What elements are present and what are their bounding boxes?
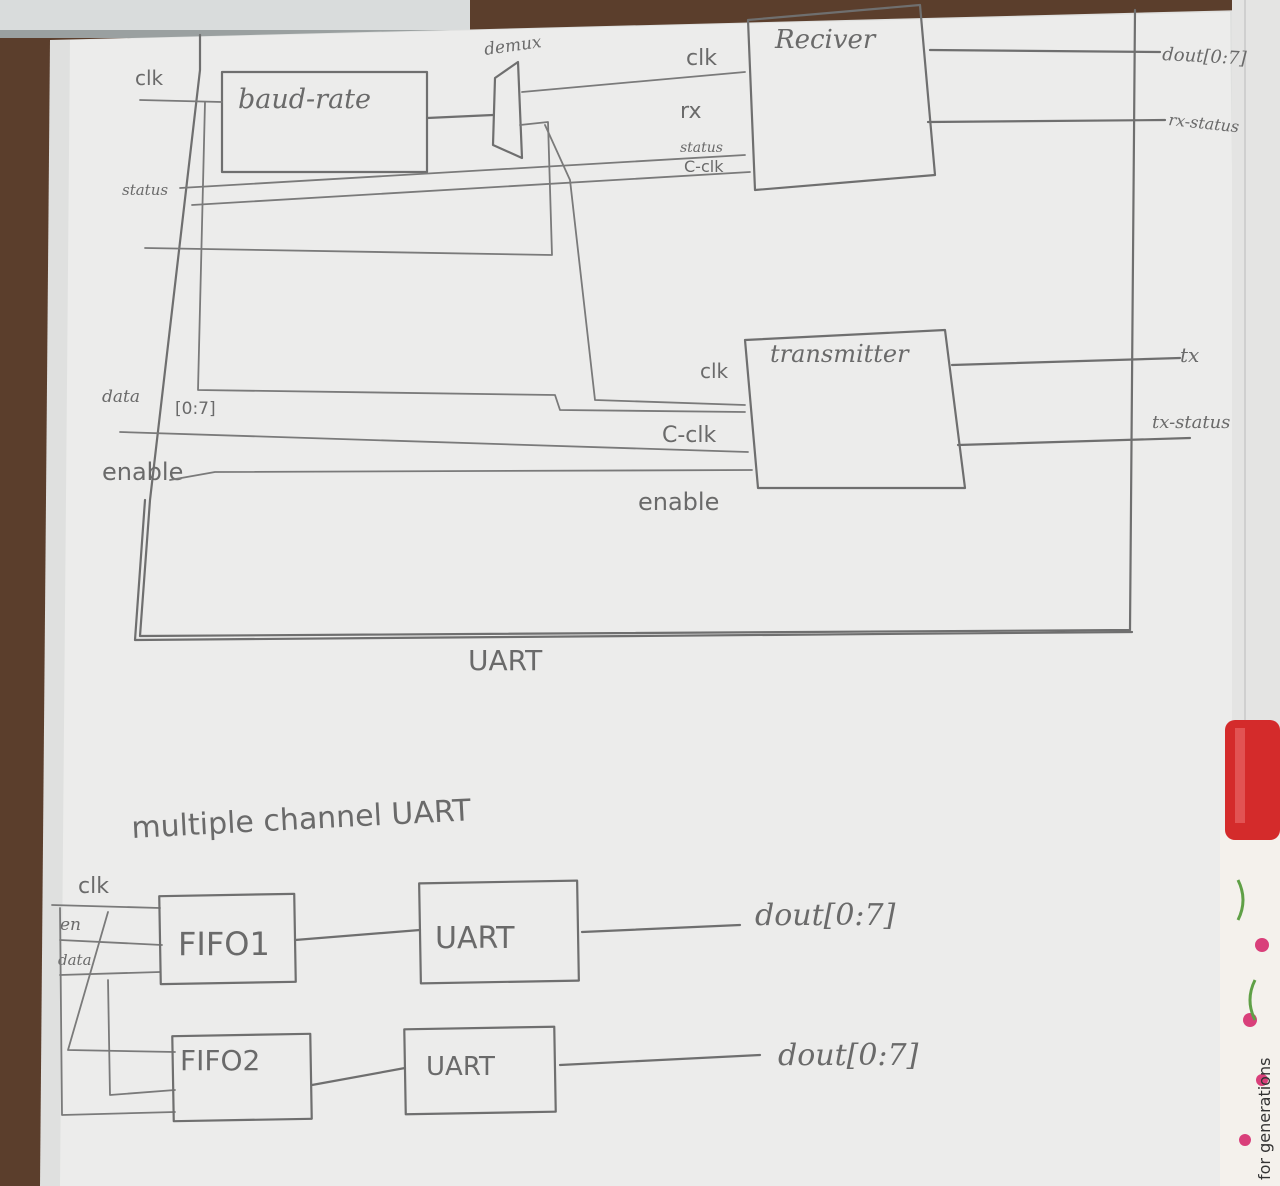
notebook-page [60,12,1245,1186]
clk-input-label: clk [135,66,164,90]
transmitter-label: transmitter [770,340,910,368]
uart1-label: UART [435,921,515,956]
marker-pen: for generations [1220,720,1280,1186]
laptop-edge [0,0,470,30]
fifo1-label: FIFO1 [178,925,270,963]
data-bus-label: [0:7] [175,399,216,419]
receiver-status-port: status [680,140,723,156]
channel1-output-label: dout[0:7] [755,898,896,933]
marker-text: for generations [1255,1058,1274,1180]
enable-input-label: enable [102,458,183,486]
uart2-label: UART [426,1052,495,1082]
dout-output-label: dout[0:7] [1162,44,1248,69]
multi-en-label: en [60,915,81,935]
status-input-label: status [122,181,168,199]
data-input-label: data [102,387,140,407]
marker-cap [1225,720,1280,840]
transmitter-cclk-port: C-clk [662,423,717,448]
receiver-clk-port: clk [686,46,717,71]
receiver-label: Reciver [774,25,877,55]
multi-data-label: data [58,951,92,969]
uart-caption: UART [468,644,543,677]
multi-clk-label: clk [78,874,109,899]
channel2-output-label: dout[0:7] [778,1038,919,1073]
transmitter-enable-port: enable [638,488,719,516]
flower-icon [1255,938,1269,952]
flower-icon [1239,1134,1251,1146]
baud-rate-label: baud-rate [238,84,371,115]
receiver-rx-port: rx [680,99,701,124]
tx-output-label: tx [1180,343,1199,367]
fifo2-label: FIFO2 [180,1044,260,1077]
tx-status-output-label: tx-status [1152,412,1230,433]
transmitter-clk-port: clk [700,359,729,383]
